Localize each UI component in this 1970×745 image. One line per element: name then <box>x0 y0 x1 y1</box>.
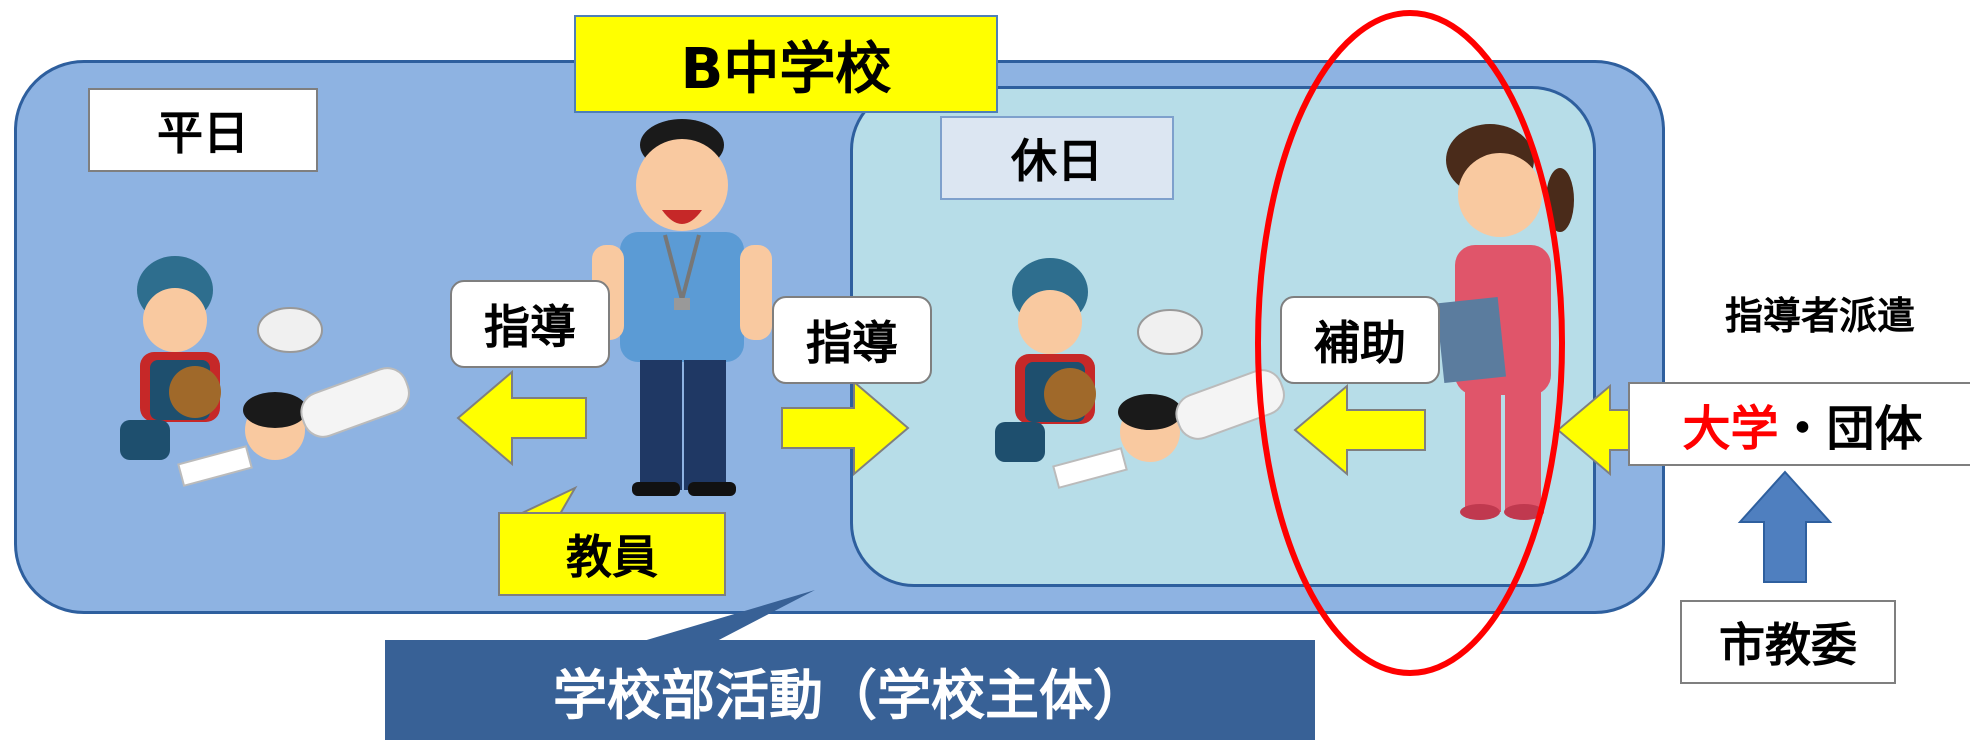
school-title: B中学校 <box>574 15 998 113</box>
blue-arrow-up-icon <box>1737 470 1833 583</box>
board-of-education-label: 市教委 <box>1680 600 1896 684</box>
footer-bubble-tail <box>640 590 815 642</box>
university-label: 大学 <box>1682 401 1779 457</box>
guidance-bubble-middle: 指導 <box>772 296 932 384</box>
footer-label: 学校部活動（学校主体） <box>385 640 1315 740</box>
yellow-arrow-left-icon <box>456 369 587 467</box>
weekday-label: 平日 <box>88 88 318 172</box>
guidance-bubble-left: 指導 <box>450 280 610 368</box>
teacher-label-tail <box>519 485 578 515</box>
support-highlight-ellipse <box>1255 10 1565 676</box>
catcher-runner-illustration-left <box>120 256 410 487</box>
teacher-label: 教員 <box>498 512 726 596</box>
holiday-label: 休日 <box>940 116 1174 200</box>
yellow-arrow-left-icon-2 <box>1293 383 1426 477</box>
catcher-runner-illustration-right <box>995 258 1285 489</box>
support-bubble: 補助 <box>1280 296 1440 384</box>
university-organization-box: 大学・団体 <box>1628 382 1970 466</box>
dispatch-label: 指導者派遣 <box>1724 293 1915 338</box>
female-assistant-coach-illustration <box>1435 124 1574 520</box>
teacher-coach-illustration <box>592 119 772 496</box>
organization-label: ・団体 <box>1778 401 1923 457</box>
yellow-arrow-right-icon <box>781 379 910 477</box>
